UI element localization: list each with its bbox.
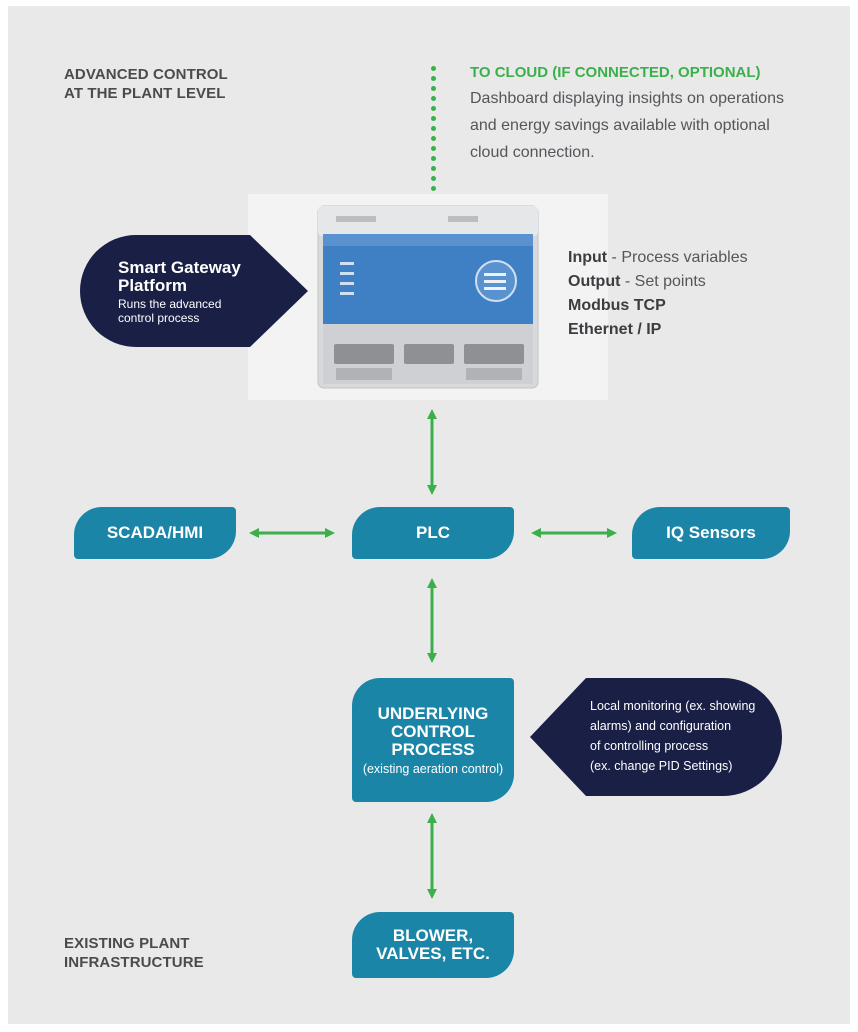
io-ethernet: Ethernet / IP — [568, 321, 662, 338]
advanced-control-line-1: ADVANCED CONTROL — [64, 66, 228, 83]
blower-valves-node: BLOWER, VALVES, ETC. — [352, 912, 514, 978]
callout-shape-left — [530, 678, 782, 796]
io-modbus: Modbus TCP — [568, 297, 666, 314]
io-input: Input - Process variables — [568, 249, 748, 266]
local-monitoring-callout: Local monitoring (ex. showing alarms) an… — [530, 678, 782, 796]
scada-hmi-label: SCADA/HMI — [106, 523, 204, 542]
connector-arrows — [249, 409, 617, 899]
advanced-control-label: ADVANCED CONTROL AT THE PLANT LEVEL — [64, 65, 228, 103]
cloud-body-line-3: cloud connection. — [470, 144, 595, 161]
smart-gateway-title: Smart Gateway Platform — [118, 258, 241, 295]
io-list: Input - Process variables Output - Set p… — [568, 246, 748, 342]
cloud-body-line-2: and energy savings available with option… — [470, 117, 770, 134]
local-monitoring-text: Local monitoring (ex. showing alarms) an… — [590, 699, 756, 773]
existing-infra-line-2: INFRASTRUCTURE — [64, 954, 204, 971]
advanced-control-line-2: AT THE PLANT LEVEL — [64, 85, 226, 102]
plc-label: PLC — [416, 523, 450, 542]
callout-shape-right — [80, 235, 308, 347]
scada-hmi-node: SCADA/HMI — [74, 507, 236, 559]
smart-gateway-description: Runs the advanced control process — [118, 297, 222, 325]
underlying-control-label: UNDERLYING CONTROL PROCESS — [377, 703, 489, 759]
underlying-control-node: UNDERLYING CONTROL PROCESS (existing aer… — [352, 678, 514, 802]
cloud-body-line-1: Dashboard displaying insights on operati… — [470, 90, 784, 107]
diagram-panel: ADVANCED CONTROL AT THE PLANT LEVEL EXIS… — [8, 6, 850, 1024]
io-output: Output - Set points — [568, 273, 706, 290]
cloud-description: Dashboard displaying insights on operati… — [470, 85, 830, 166]
cloud-title: TO CLOUD (IF CONNECTED, OPTIONAL) — [470, 64, 761, 81]
gateway-device-image — [248, 194, 608, 400]
blower-valves-label: BLOWER, VALVES, ETC. — [376, 926, 490, 963]
underlying-control-sublabel: (existing aeration control) — [362, 761, 504, 776]
iq-sensors-node: IQ Sensors — [632, 507, 790, 559]
existing-infra-line-1: EXISTING PLANT — [64, 935, 190, 952]
plc-node: PLC — [352, 507, 514, 559]
existing-infrastructure-label: EXISTING PLANT INFRASTRUCTURE — [64, 934, 204, 972]
iq-sensors-label: IQ Sensors — [666, 523, 756, 542]
smart-gateway-callout: Smart Gateway Platform Runs the advanced… — [80, 235, 308, 347]
smart-gateway-text: Smart Gateway Platform Runs the advanced… — [118, 258, 241, 326]
cloud-info: TO CLOUD (IF CONNECTED, OPTIONAL) Dashbo… — [470, 64, 830, 166]
gateway-device-illustration — [317, 205, 539, 389]
